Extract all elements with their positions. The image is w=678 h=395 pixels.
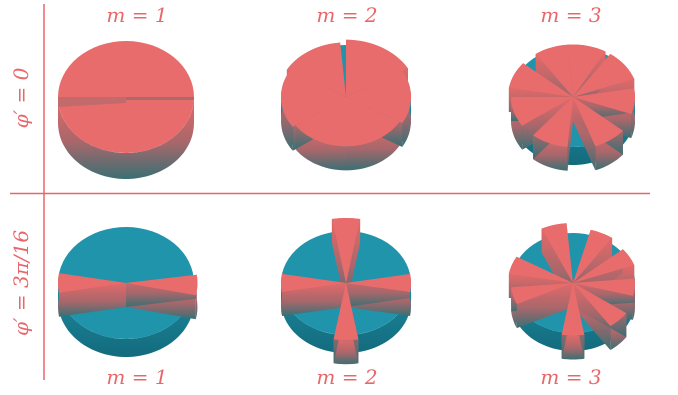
row-label-phi-3pi16: φ′ = 3π/16 (9, 230, 33, 336)
top-label-m2: m = 2 (316, 3, 377, 27)
salmon-sector (511, 283, 573, 329)
salmon-sector (541, 223, 573, 307)
top-label-m1: m = 1 (106, 3, 167, 27)
salmon-disk (58, 41, 194, 179)
bottom-label-m1: m = 1 (106, 365, 167, 389)
salmon-sector (126, 274, 198, 320)
salmon-sector (281, 274, 346, 316)
salmon-sector (561, 283, 585, 360)
salmon-sector (346, 97, 400, 171)
salmon-sector (346, 274, 411, 316)
bottom-label-m2: m = 2 (316, 365, 377, 389)
salmon-sector (533, 97, 573, 171)
salmon-sector (333, 283, 359, 365)
row-label-phi-0: φ′ = 0 (9, 67, 33, 128)
salmon-sector (58, 273, 126, 317)
salmon-sector (573, 283, 627, 350)
panels-group (58, 39, 635, 365)
bottom-label-m3: m = 3 (540, 365, 601, 389)
salmon-sector (295, 97, 346, 171)
top-label-m3: m = 3 (540, 3, 601, 27)
salmon-sector (573, 97, 623, 171)
